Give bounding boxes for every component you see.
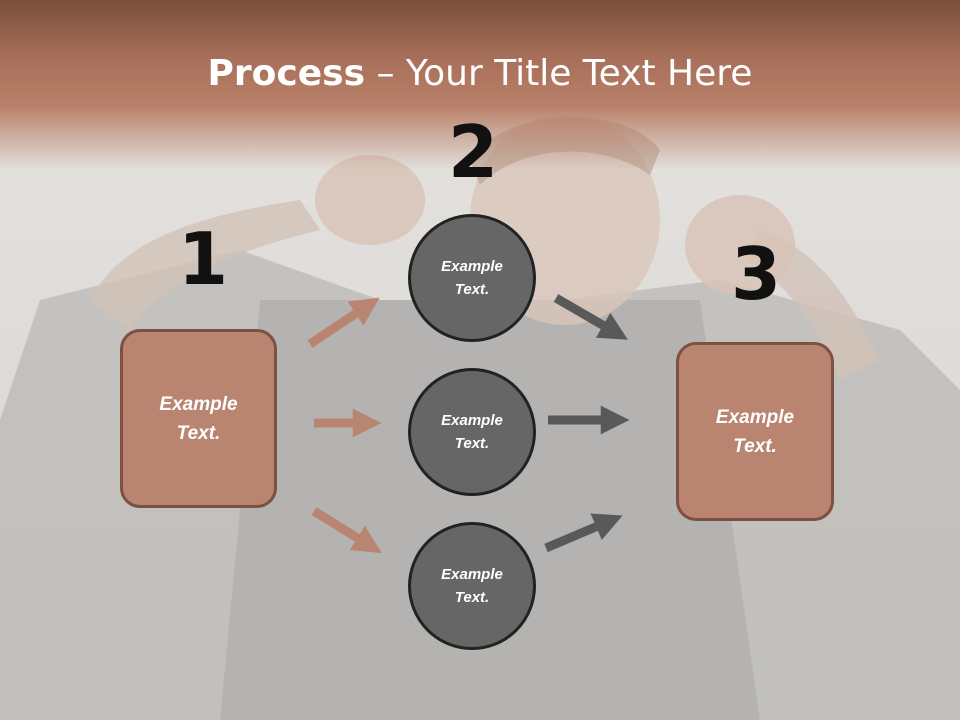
- title-bold: Process: [207, 53, 366, 94]
- arrow-from-circle-3: [544, 513, 623, 553]
- step-number-1: 1: [178, 217, 229, 301]
- circle-3-text: Example Text.: [441, 566, 503, 606]
- step-number-3: 3: [731, 232, 782, 316]
- title-rest: – Your Title Text Here: [365, 53, 753, 94]
- arrow-to-circle-3: [311, 507, 382, 554]
- circle-1: Example Text.: [408, 214, 536, 342]
- header-band: [0, 0, 960, 170]
- arrow-from-circle-1: [553, 294, 628, 340]
- circle-2: Example Text.: [408, 368, 536, 496]
- right-box: Example Text.: [676, 342, 834, 521]
- step-number-2: 2: [448, 110, 499, 194]
- circle-1-text: Example Text.: [441, 258, 503, 298]
- slide-title: Process – Your Title Text Here: [0, 52, 960, 96]
- arrow-to-circle-1: [307, 297, 380, 348]
- circle-2-text: Example Text.: [441, 412, 503, 452]
- circle-3: Example Text.: [408, 522, 536, 650]
- right-box-text: Example Text.: [715, 406, 795, 457]
- left-box: Example Text.: [120, 329, 277, 508]
- left-box-text: Example Text.: [159, 393, 238, 444]
